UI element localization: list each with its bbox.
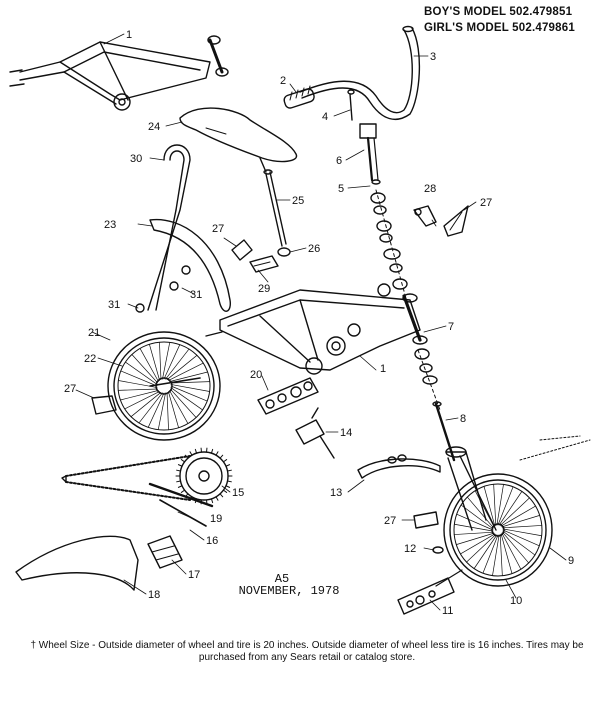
kickstand (295, 407, 335, 459)
rear-wheel (107, 331, 221, 441)
callout-17: 17 (188, 569, 200, 581)
callout-7: 7 (448, 321, 454, 333)
callout-4: 4 (322, 111, 328, 123)
leader-lines (75, 33, 567, 611)
callout-9: 9 (568, 555, 574, 567)
seat-post (263, 169, 287, 247)
wheel-size-footnote: † Wheel Size - Outside diameter of wheel… (30, 640, 584, 663)
callout-25: 25 (292, 195, 304, 207)
frame-lower (205, 283, 428, 375)
front-fork (445, 446, 497, 531)
crank-bearing-set (257, 377, 319, 415)
callout-16: 16 (206, 535, 218, 547)
callout-21: 21 (88, 327, 100, 339)
stem-assembly (347, 89, 381, 185)
callout-29: 29 (258, 283, 270, 295)
frame-upper (9, 35, 229, 111)
callout-23: 23 (104, 219, 116, 231)
diagram-date: NOVEMBER, 1978 (238, 584, 340, 598)
crank-and-pedal (147, 482, 214, 569)
callout-numbers: 1 2 3 4 6 5 24 30 25 23 27 26 29 31 31 2… (64, 29, 574, 617)
callout-19: 19 (210, 513, 222, 525)
callout-31-lower: 31 (108, 299, 120, 311)
callout-1-frame: 1 (126, 29, 132, 41)
girls-model-heading: GIRL'S MODEL 502.479861 (424, 22, 575, 34)
callout-26: 26 (308, 243, 320, 255)
callout-15: 15 (232, 487, 244, 499)
callout-2: 2 (280, 75, 286, 87)
callout-31-upper: 31 (190, 289, 202, 301)
callout-18: 18 (148, 589, 160, 601)
callout-14: 14 (340, 427, 352, 439)
grip (283, 85, 315, 109)
rear-fender (149, 218, 232, 312)
callout-22: 22 (84, 353, 96, 365)
callout-27-front: 27 (384, 515, 396, 527)
lower-headset-stack (414, 348, 441, 411)
headset-bearing-stack (370, 189, 413, 321)
callout-30: 30 (130, 153, 142, 165)
callout-13: 13 (330, 487, 342, 499)
seat (179, 107, 298, 173)
diagram-code: A5 (274, 572, 290, 586)
callout-27-rear: 27 (64, 383, 76, 395)
nuts (135, 265, 191, 313)
callout-28: 28 (424, 183, 436, 195)
chain-guard (15, 535, 139, 591)
callout-12: 12 (404, 543, 416, 555)
sissy-bar (147, 144, 191, 311)
callout-6: 6 (336, 155, 342, 167)
front-axle-hardware (397, 546, 463, 615)
callout-27-reflector: 27 (480, 197, 492, 209)
callout-27-seat: 27 (212, 223, 224, 235)
front-wheel (443, 473, 553, 587)
callout-8: 8 (460, 413, 466, 425)
fork-stem (432, 401, 456, 462)
callout-24: 24 (148, 121, 160, 133)
callout-10: 10 (510, 595, 522, 607)
callout-11: 11 (442, 605, 453, 617)
handlebar (299, 25, 421, 121)
reflector-bracket (413, 205, 469, 237)
callout-5: 5 (338, 183, 344, 195)
callout-20: 20 (250, 369, 262, 381)
reflectors (91, 395, 439, 529)
boys-model-heading: BOY'S MODEL 502.479851 (424, 6, 573, 18)
chain (61, 455, 191, 501)
front-fender (357, 454, 441, 479)
callout-1-lower: 1 (380, 363, 386, 375)
callout-3: 3 (430, 51, 436, 63)
